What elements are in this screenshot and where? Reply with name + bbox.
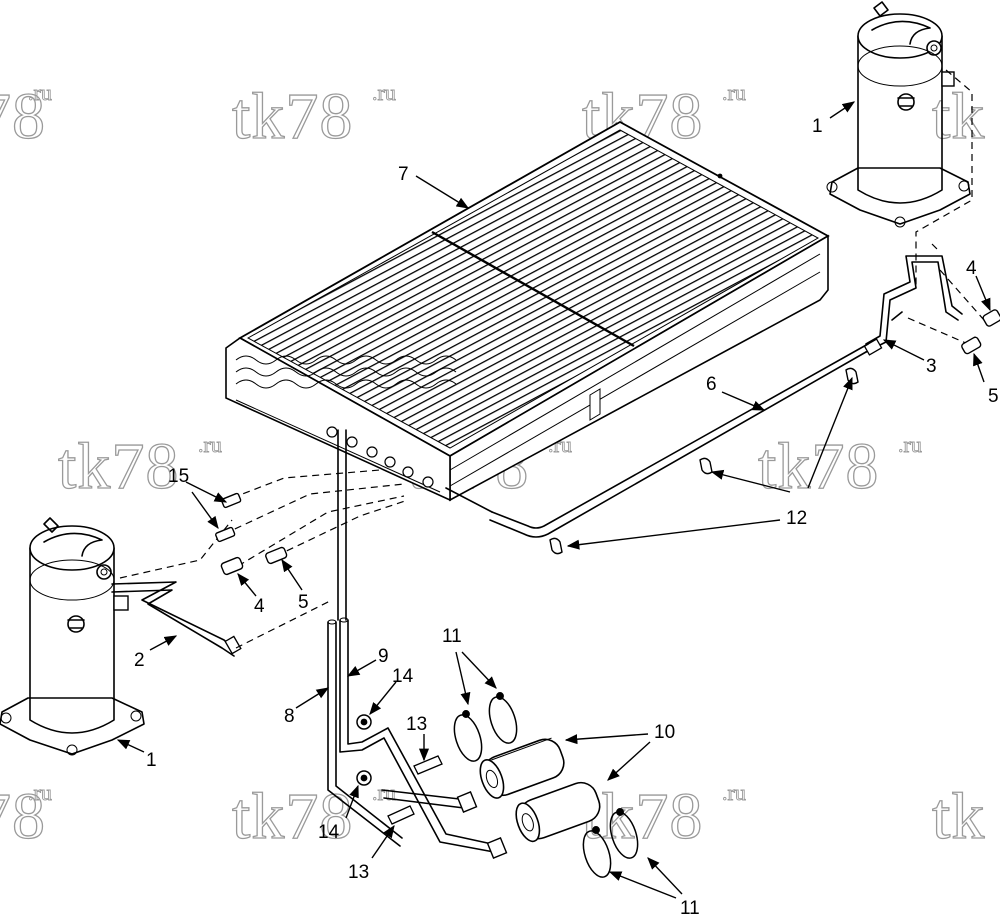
callout-11: 11	[680, 898, 700, 917]
watermark: tk78	[758, 430, 879, 503]
watermark-sub: .ru	[372, 780, 396, 805]
watermark-sub: .ru	[198, 432, 222, 457]
watermark-sub: .ru	[898, 432, 922, 457]
compressor-right	[826, 1, 971, 228]
callout-labels: 1 1 2 3 4 4 5 5 6 7 8 9 10 11 11 12 13 1…	[134, 116, 999, 917]
callout-9: 9	[378, 646, 389, 667]
watermark: tk78	[232, 780, 353, 853]
callout-3: 3	[926, 356, 937, 377]
liquid-line	[445, 343, 869, 538]
discharge-line-left	[111, 581, 242, 657]
callout-1: 1	[146, 750, 157, 771]
discharge-line-right	[863, 255, 963, 356]
callout-14: 14	[392, 666, 414, 687]
nuts	[356, 714, 372, 786]
callout-8: 8	[284, 706, 295, 727]
fittings	[215, 309, 1000, 576]
callout-6: 6	[706, 374, 717, 395]
watermark-sub: .ru	[372, 80, 396, 105]
compressor-left	[0, 517, 145, 756]
watermark-partial: tk	[932, 80, 985, 153]
leader-arrows	[116, 101, 991, 899]
callout-7: 7	[398, 164, 409, 185]
vertical-lines	[327, 429, 508, 859]
watermark-sub: .ru	[722, 80, 746, 105]
filter-driers	[479, 737, 601, 843]
watermark: tk78	[582, 780, 703, 853]
callout-5: 5	[298, 592, 309, 613]
callout-4: 4	[966, 258, 977, 279]
callout-15: 15	[168, 466, 189, 487]
connection-lines	[119, 69, 985, 649]
callout-13: 13	[406, 714, 427, 735]
callout-13: 13	[348, 862, 369, 883]
callout-5: 5	[988, 386, 999, 407]
callout-1: 1	[812, 116, 823, 137]
brackets	[387, 755, 443, 825]
watermark: tk78	[232, 80, 353, 153]
callout-2: 2	[134, 650, 145, 671]
watermark-partial: 78	[0, 780, 46, 853]
watermark-partial: 78	[0, 80, 46, 153]
watermark-partial: tk	[932, 780, 985, 853]
clamps	[453, 692, 639, 878]
watermark-sub: .ru	[28, 780, 52, 805]
callout-14: 14	[318, 822, 340, 843]
condenser-coil	[225, 120, 830, 502]
watermark: tk78	[58, 430, 179, 503]
callout-12: 12	[786, 508, 807, 529]
callout-4: 4	[254, 596, 265, 617]
watermark-sub: .ru	[28, 80, 52, 105]
callout-10: 10	[654, 722, 675, 743]
callout-11: 11	[442, 626, 462, 647]
watermark-sub: .ru	[722, 780, 746, 805]
